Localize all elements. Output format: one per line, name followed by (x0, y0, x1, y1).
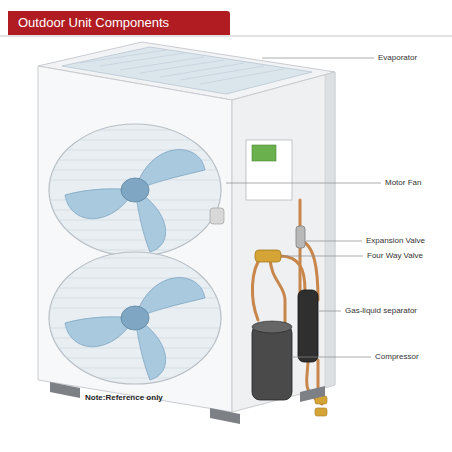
title-banner: Outdoor Unit Components (8, 11, 230, 35)
leader-line (319, 311, 341, 312)
part-label: Compressor (375, 352, 419, 362)
leader-line (226, 183, 381, 184)
gas-liquid-separator (298, 290, 318, 362)
leader-line (262, 58, 374, 59)
part-label: Gas-liquid separator (345, 306, 417, 316)
four-way-valve (255, 250, 281, 262)
part-label: Four Way Valve (367, 251, 423, 261)
header-rule (0, 35, 452, 37)
front-panel (38, 66, 232, 412)
compressor (252, 325, 292, 400)
copper-pipes (252, 200, 322, 404)
unit-feet (50, 382, 325, 424)
interior-cutaway (232, 72, 335, 412)
leader-line (306, 241, 362, 242)
leader-line (293, 357, 371, 358)
part-label: Expansion Valve (366, 236, 425, 246)
diagram-title: Outdoor Unit Components (8, 11, 230, 35)
note-text: Note:Reference only (85, 393, 163, 403)
fan-grille (49, 124, 221, 384)
part-label: Evaporator (378, 53, 417, 63)
unit-housing (38, 42, 335, 412)
capacitor (210, 208, 224, 224)
interior-parts (210, 140, 327, 416)
control-box (246, 140, 292, 200)
circuit-board (252, 145, 276, 161)
part-label: Motor Fan (385, 178, 421, 188)
leader-line (282, 256, 363, 257)
expansion-valve (296, 226, 305, 248)
